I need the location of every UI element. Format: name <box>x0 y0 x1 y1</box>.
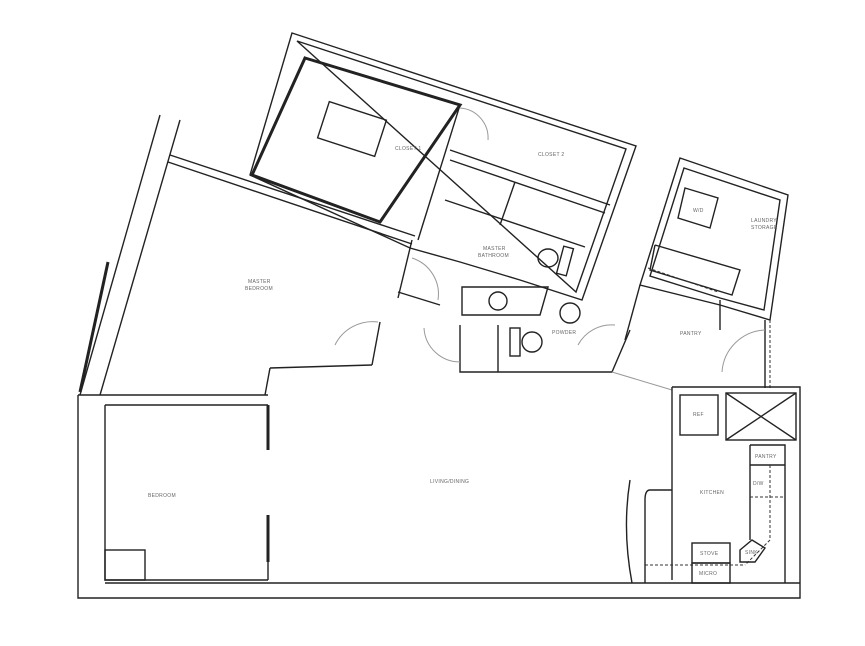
living-walls <box>77 386 801 599</box>
label-laundry-2: STORAGE <box>751 225 778 231</box>
bath-walls <box>423 245 673 391</box>
label-master-bathroom-2: BATHROOM <box>478 253 509 259</box>
refrigerator <box>679 394 719 436</box>
master-bedroom-walls <box>78 114 441 396</box>
label-closet-2: CLOSET 2 <box>538 152 564 158</box>
label-laundry: LAUNDRY <box>751 218 777 224</box>
label-ref: REF <box>693 412 704 418</box>
label-sink: SINK <box>745 550 758 556</box>
label-kitchen-pantry: PANTRY <box>755 454 777 460</box>
powder-sink <box>559 302 581 324</box>
room-labels: CLOSET 1 CLOSET 2 MASTER BATHROOM MASTER… <box>148 146 778 577</box>
label-living-dining: LIVING/DINING <box>430 479 469 485</box>
laundry-walls <box>624 157 789 388</box>
label-pantry: PANTRY <box>680 331 702 337</box>
label-closet-1: CLOSET 1 <box>395 146 421 152</box>
label-bedroom: BEDROOM <box>148 493 176 499</box>
label-master-bedroom-2: BEDROOM <box>245 286 273 292</box>
label-powder: POWDER <box>552 330 576 336</box>
powder-toilet <box>521 331 543 353</box>
label-washer-dryer: W/D <box>693 208 704 214</box>
label-master-bedroom: MASTER <box>248 279 271 285</box>
label-kitchen: KITCHEN <box>700 490 724 496</box>
bath-toilet <box>537 248 559 268</box>
bath-sink <box>488 291 508 311</box>
kitchen <box>625 387 797 584</box>
label-stove: STOVE <box>700 551 719 557</box>
label-micro: MICRO <box>699 571 717 577</box>
label-dw: D/W <box>753 481 764 487</box>
closet-island <box>316 100 388 158</box>
label-master-bathroom: MASTER <box>483 246 506 252</box>
closet-block-walls <box>249 32 637 301</box>
